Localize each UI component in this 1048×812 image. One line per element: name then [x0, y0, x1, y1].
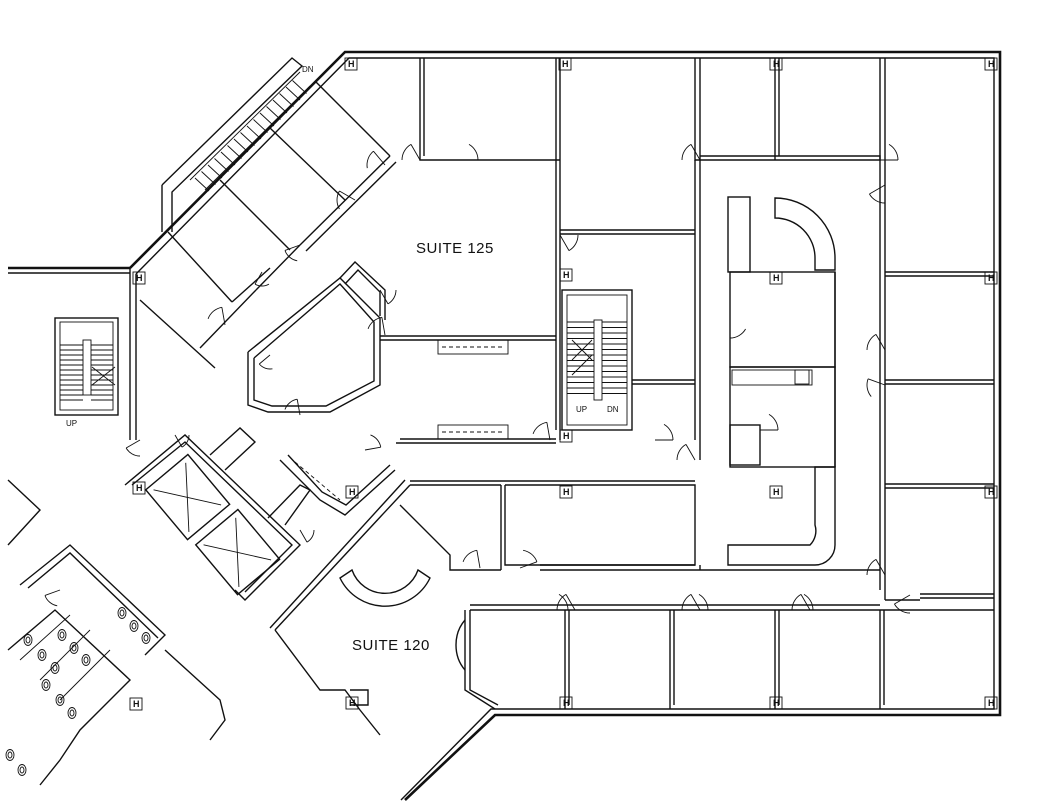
- hose-cabinet-mark: H: [349, 698, 356, 708]
- hose-cabinet-mark: H: [773, 487, 780, 497]
- suite-125-rooms-diagonal: [139, 81, 397, 369]
- east-core: [727, 196, 836, 566]
- hose-cabinet-mark: H: [563, 431, 570, 441]
- hose-cabinet-mark: H: [349, 487, 356, 497]
- hose-cabinet-mark: H: [773, 698, 780, 708]
- stair-center-up-label: UP: [576, 405, 587, 414]
- hose-cabinet-mark: H: [988, 273, 995, 283]
- exterior-walls: [8, 50, 1002, 801]
- hose-cabinet-mark: H: [563, 487, 570, 497]
- central-core: [247, 261, 556, 444]
- hose-cabinet-mark: H: [136, 273, 143, 283]
- suite-125-label: SUITE 125: [416, 240, 494, 257]
- hose-cabinet-mark: H: [773, 273, 780, 283]
- elevator-bank: [124, 427, 396, 601]
- restrooms-southwest: [5, 479, 226, 786]
- stair-west-up-label: UP: [66, 419, 77, 428]
- hose-cabinet-mark: H: [136, 483, 143, 493]
- stair-center-dn-label: DN: [607, 405, 619, 414]
- hose-cabinet-mark: H: [562, 59, 569, 69]
- stair-center: UP DN: [561, 289, 695, 431]
- north-rooms: [419, 58, 994, 600]
- hose-cabinet-mark: H: [988, 59, 995, 69]
- hose-cabinet-mark: H: [773, 59, 780, 69]
- hose-cabinet-mark: H: [563, 270, 570, 280]
- hose-cabinet-mark: H: [348, 59, 355, 69]
- stair-nw-dn-label: DN: [302, 65, 314, 74]
- hose-cabinet-mark: H: [988, 698, 995, 708]
- hose-cabinet-marks: H H H H H H H H H H H H H H H H H H H: [129, 57, 998, 711]
- suite-120-label: SUITE 120: [352, 637, 430, 654]
- hose-cabinet-mark: H: [988, 487, 995, 497]
- hose-cabinet-mark: H: [133, 699, 140, 709]
- hose-cabinet-mark: H: [563, 698, 570, 708]
- stair-northwest: DN: [161, 57, 314, 232]
- door-swings: [44, 144, 911, 614]
- stair-west: UP: [54, 317, 119, 428]
